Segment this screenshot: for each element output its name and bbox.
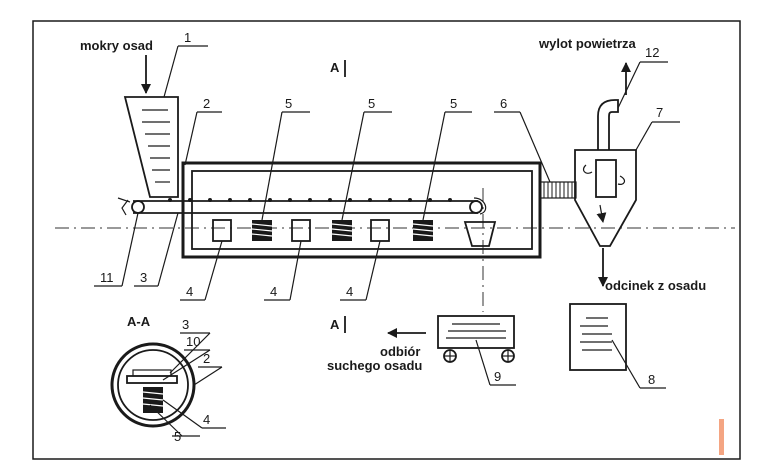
exhaust-pipe xyxy=(597,99,619,150)
number-2: 2 xyxy=(203,96,210,111)
section-number-3: 3 xyxy=(182,317,189,332)
heater-coil-3 xyxy=(412,220,434,241)
section-number-4: 4 xyxy=(203,412,210,427)
section-a-bottom: A xyxy=(330,317,340,332)
leader-12 xyxy=(617,61,641,109)
leader-4c xyxy=(365,240,381,301)
number-6: 6 xyxy=(500,96,507,111)
wet-sludge-label: mokry osad xyxy=(80,38,153,53)
dry-sludge-cart xyxy=(437,315,515,363)
number-7: 7 xyxy=(656,105,663,120)
nozzle-2 xyxy=(291,219,311,242)
section-number-5: 5 xyxy=(174,429,181,444)
section-number-10: 10 xyxy=(186,334,200,349)
accent-mark xyxy=(719,419,724,455)
number-4c: 4 xyxy=(346,284,353,299)
section-view-label: A-A xyxy=(127,314,151,329)
leader-s10 xyxy=(162,349,211,381)
air-outlet-label: wylot powietrza xyxy=(538,36,637,51)
number-12: 12 xyxy=(645,45,659,60)
nozzle-3 xyxy=(370,219,390,242)
leader-5c xyxy=(422,111,446,221)
air-duct-hose xyxy=(539,181,577,199)
leader-1 xyxy=(163,45,179,98)
condensate-tank xyxy=(569,303,627,371)
conveyor-belt xyxy=(117,197,487,216)
number-11: 11 xyxy=(100,270,114,285)
heater-coil-1 xyxy=(251,220,273,241)
leader-11 xyxy=(121,212,139,287)
leader-s4 xyxy=(162,399,203,429)
number-3: 3 xyxy=(140,270,147,285)
condensate-label: odcinek z osadu xyxy=(605,278,706,293)
number-5a: 5 xyxy=(285,96,292,111)
leader-s5 xyxy=(149,404,183,437)
cyclone-separator xyxy=(574,149,637,247)
number-1: 1 xyxy=(184,30,191,45)
feed-hopper xyxy=(123,96,179,198)
number-5b: 5 xyxy=(368,96,375,111)
number-8: 8 xyxy=(648,372,655,387)
dryer-outer-wall xyxy=(181,161,542,259)
leader-7 xyxy=(635,121,653,151)
nozzle-1 xyxy=(212,219,232,242)
number-9: 9 xyxy=(494,369,501,384)
leader-4b xyxy=(289,240,302,301)
section-view-aa xyxy=(110,342,196,428)
leader-2 xyxy=(184,111,198,166)
leader-5b xyxy=(341,111,365,221)
leader-6 xyxy=(519,111,551,183)
leader-5a xyxy=(261,111,283,221)
number-4a: 4 xyxy=(186,284,193,299)
leader-s3 xyxy=(169,332,211,374)
number-5c: 5 xyxy=(450,96,457,111)
leader-s2 xyxy=(193,366,223,386)
dry-sludge-label-2: suchego osadu xyxy=(327,358,422,373)
section-number-2: 2 xyxy=(203,351,210,366)
leader-9 xyxy=(475,339,491,386)
leader-3 xyxy=(157,212,179,287)
number-4b: 4 xyxy=(270,284,277,299)
leader-4a xyxy=(204,240,223,301)
heater-coil-2 xyxy=(331,220,353,241)
leader-8 xyxy=(611,339,641,389)
discharge-chute xyxy=(463,221,497,247)
outer-frame xyxy=(32,20,741,460)
section-a-top: A xyxy=(330,60,340,75)
dryer-inner-wall xyxy=(191,170,533,250)
dry-sludge-label-1: odbiór xyxy=(380,344,420,359)
